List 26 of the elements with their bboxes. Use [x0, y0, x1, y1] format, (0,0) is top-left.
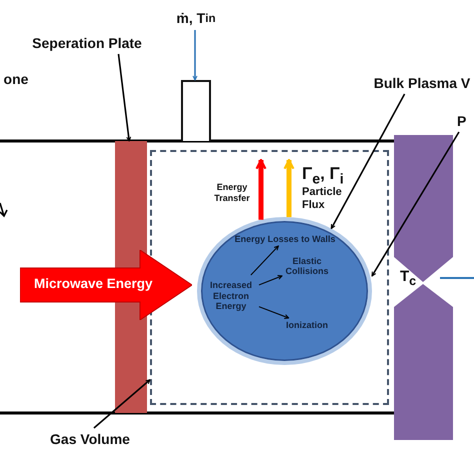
- inlet-pipe: [181, 80, 211, 141]
- edge-label: Γ$_{e}$, Γ$_{i}$: [302, 164, 345, 188]
- process-label: Elastic Collisions: [282, 252, 332, 280]
- leader-line: [192, 30, 198, 80]
- leader-line: [118, 54, 132, 142]
- callout-label: P: [457, 110, 474, 132]
- temperature-label: T$_{c}$: [400, 268, 416, 288]
- process-label: Increased Electron Energy: [203, 275, 259, 317]
- callout-label: Seperation Plate: [20, 32, 154, 54]
- flow-arrow: [284, 158, 294, 218]
- callout-label: one: [0, 68, 32, 90]
- microwave-arrow: [20, 250, 192, 320]
- process-label: Energy Losses to Walls: [226, 232, 344, 246]
- flow-arrow: [256, 158, 266, 220]
- arrow: [258, 306, 290, 319]
- arrow: [250, 246, 279, 276]
- process-label: Ionization: [282, 318, 332, 332]
- edge-label: Energy Transfer: [213, 182, 251, 204]
- arrow: [258, 274, 282, 286]
- callout-label: Gas Volume: [38, 428, 142, 450]
- flux-label: Particle Flux: [302, 186, 343, 212]
- arrow-label: Microwave Energy: [34, 276, 153, 291]
- electrode-drawing: [394, 135, 453, 440]
- leader-line: [330, 94, 406, 229]
- leader-line: [93, 379, 151, 429]
- callout-label: Bulk Plasma V: [370, 72, 474, 94]
